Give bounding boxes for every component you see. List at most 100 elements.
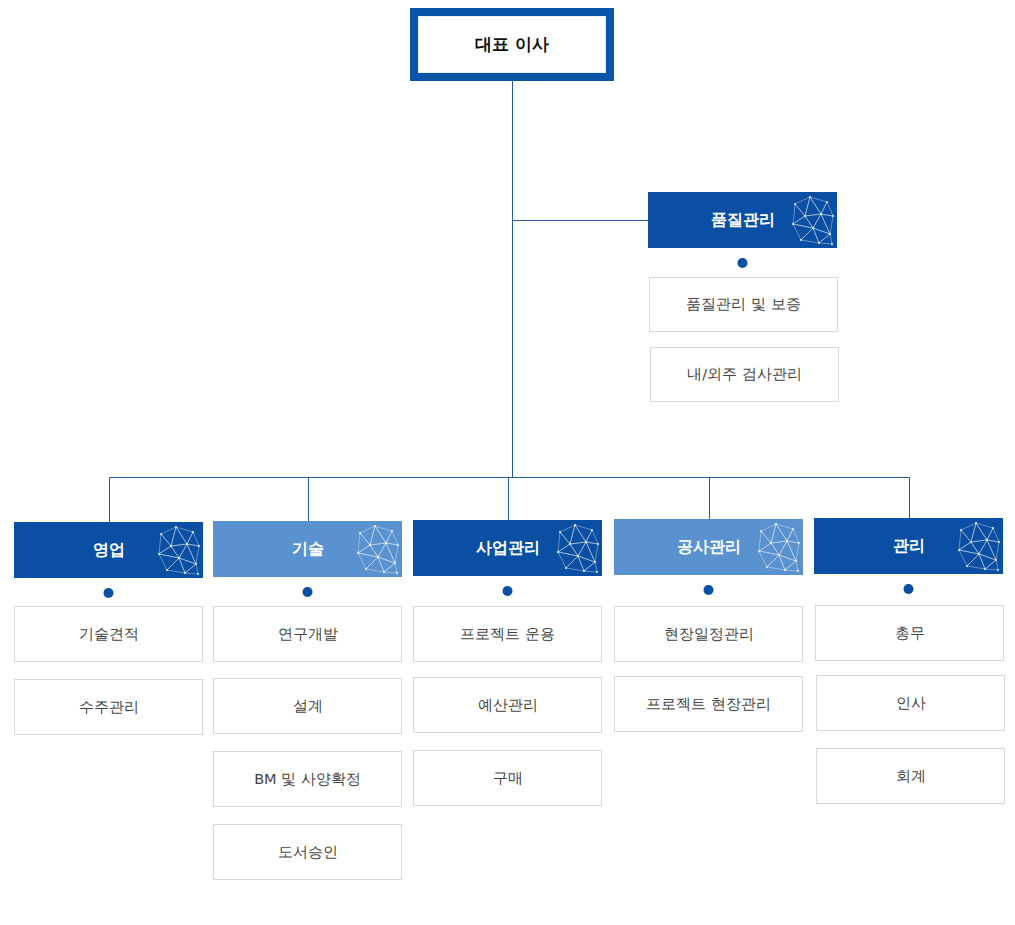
mesh-dot <box>960 529 962 531</box>
department-header: 사업관리 <box>413 520 602 576</box>
node-label: 회계 <box>896 767 926 786</box>
mesh-stroke <box>987 540 999 560</box>
bullet-dot <box>704 585 714 595</box>
mesh-dot <box>160 533 162 535</box>
mesh-dot <box>812 227 814 229</box>
mesh-dot <box>958 549 960 551</box>
mesh-stroke <box>771 524 787 543</box>
mesh-dot <box>597 543 599 545</box>
mesh-stroke <box>586 542 598 562</box>
mesh-dot <box>158 553 160 555</box>
bullet-dot <box>104 588 114 598</box>
mesh-dot <box>826 201 828 203</box>
org-connector <box>513 81 649 221</box>
mesh-dot <box>559 531 561 533</box>
mesh-dot <box>829 233 831 235</box>
mesh-dot <box>195 563 197 565</box>
mesh-dot <box>569 543 571 545</box>
mesh-decoration <box>951 520 1001 572</box>
mesh-dot <box>804 215 806 217</box>
mesh-dot <box>832 215 834 217</box>
mesh-stroke <box>558 532 570 552</box>
mesh-dot <box>357 552 359 554</box>
mesh-stroke <box>821 214 833 234</box>
mesh-dot <box>995 559 997 561</box>
mesh-dot <box>775 523 777 525</box>
mesh-stroke <box>971 523 987 542</box>
mesh-dot <box>374 525 376 527</box>
department-header: 기술 <box>213 521 402 577</box>
node-label: 내/외주 검사관리 <box>687 365 802 384</box>
mesh-stroke <box>375 526 392 543</box>
department-header: 품질관리 <box>648 192 837 248</box>
mesh-dot <box>175 526 177 528</box>
duty-box: 수주관리 <box>14 679 203 735</box>
mesh-dot <box>184 572 186 574</box>
mesh-dot <box>984 568 986 570</box>
mesh-dot <box>986 539 988 541</box>
mesh-decoration <box>785 194 835 246</box>
duty-box: 프로젝트 현장관리 <box>614 676 803 732</box>
mesh-dot <box>385 542 387 544</box>
duty-box: 기술견적 <box>14 606 203 662</box>
node-label: 기술 <box>292 539 324 560</box>
duty-box: 프로젝트 운용 <box>413 606 602 662</box>
node-label: 구매 <box>493 769 523 788</box>
node-label: 품질관리 및 보증 <box>686 295 800 314</box>
mesh-dot <box>198 545 200 547</box>
mesh-decoration <box>550 522 600 574</box>
node-label: 설계 <box>293 697 323 716</box>
mesh-stroke <box>358 533 370 553</box>
mesh-dot <box>186 543 188 545</box>
mesh-dot <box>795 560 797 562</box>
mesh-dot <box>369 544 371 546</box>
mesh-stroke <box>971 540 987 554</box>
mesh-dot <box>391 530 393 532</box>
mesh-dot <box>577 555 579 557</box>
mesh-stroke <box>384 563 397 573</box>
duty-box: 도서승인 <box>213 824 402 880</box>
duty-box: 예산관리 <box>413 677 602 733</box>
mesh-dot <box>178 557 180 559</box>
executive-box: 대표 이사 <box>410 8 614 81</box>
mesh-dot <box>809 196 811 198</box>
mesh-stroke <box>810 197 827 214</box>
mesh-dot <box>831 243 833 245</box>
department-header: 영업 <box>14 522 203 578</box>
mesh-stroke <box>570 525 586 544</box>
mesh-dot <box>383 571 385 573</box>
mesh-dot <box>975 522 977 524</box>
mesh-dot <box>792 528 794 530</box>
duty-box: 총무 <box>815 605 1004 661</box>
bullet-dot <box>904 584 914 594</box>
mesh-stroke <box>176 527 193 544</box>
mesh-dot <box>997 569 999 571</box>
duty-box: BM 및 사양확정 <box>213 751 402 807</box>
mesh-dot <box>820 213 822 215</box>
mesh-dot <box>760 530 762 532</box>
mesh-stroke <box>819 234 832 244</box>
node-label: 프로젝트 운용 <box>460 625 555 644</box>
mesh-stroke <box>159 534 171 554</box>
department-header: 공사관리 <box>614 519 803 575</box>
mesh-stroke <box>976 523 993 540</box>
node-label: 총무 <box>895 624 925 643</box>
mesh-dot <box>585 541 587 543</box>
mesh-dot <box>557 551 559 553</box>
mesh-dot <box>778 554 780 556</box>
mesh-dot <box>818 242 820 244</box>
mesh-dot <box>992 527 994 529</box>
mesh-dot <box>396 572 398 574</box>
duty-box: 내/외주 검사관리 <box>650 347 839 402</box>
node-label: 대표 이사 <box>475 33 549 56</box>
duty-box: 인사 <box>816 675 1005 731</box>
mesh-dot <box>596 571 598 573</box>
org-connector <box>309 81 513 521</box>
mesh-decoration <box>751 521 801 573</box>
bullet-dot <box>738 258 748 268</box>
mesh-dot <box>192 531 194 533</box>
node-label: 수주관리 <box>79 698 139 717</box>
node-label: BM 및 사양확정 <box>254 770 361 789</box>
mesh-dot <box>966 565 968 567</box>
